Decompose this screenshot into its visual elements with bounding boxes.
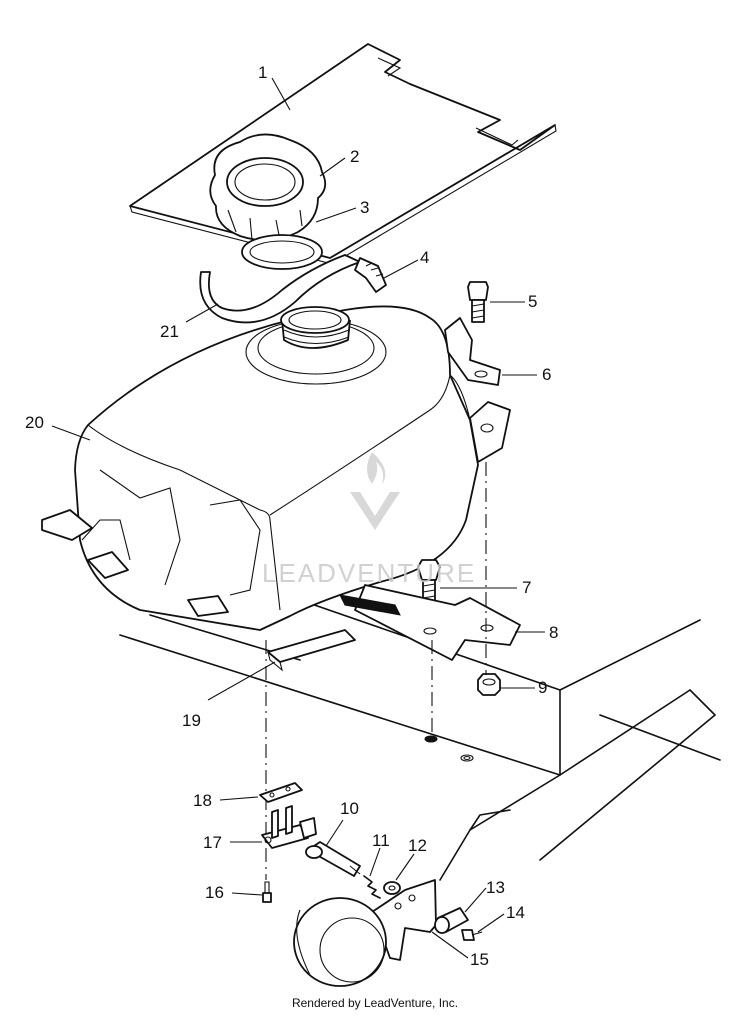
leadventure-watermark: LEADVENTURE <box>262 452 476 588</box>
callout-10: 10 <box>340 799 359 818</box>
callout-3: 3 <box>360 198 369 217</box>
fuel-cap <box>209 133 327 242</box>
callout-12: 12 <box>408 836 427 855</box>
callout-6: 6 <box>542 365 551 384</box>
cap-tether <box>241 234 323 270</box>
nut <box>477 673 501 696</box>
callout-16: 16 <box>205 883 224 902</box>
callout-19: 19 <box>182 711 201 730</box>
rubber-pad <box>267 629 356 672</box>
watermark-text: LEADVENTURE <box>262 558 476 588</box>
leader-lines <box>51 77 545 959</box>
callout-8: 8 <box>549 623 558 642</box>
frame-holes <box>424 735 474 762</box>
spring <box>363 875 381 899</box>
valve-plate <box>259 782 303 803</box>
valve-shaft <box>305 841 361 877</box>
washer <box>383 881 401 895</box>
fuel-tank <box>41 305 511 631</box>
bolt-upper <box>467 281 489 323</box>
fuel-valve <box>261 805 317 849</box>
callout-21: 21 <box>160 322 179 341</box>
callout-5: 5 <box>528 292 537 311</box>
alignment-lines <box>265 462 487 880</box>
callout-2: 2 <box>350 147 359 166</box>
callout-20: 20 <box>25 413 44 432</box>
callout-11: 11 <box>372 831 390 850</box>
frame-rails <box>119 599 721 881</box>
callout-17: 17 <box>203 833 222 852</box>
callout-labels: 1 2 3 4 5 6 7 8 9 10 11 12 13 14 15 16 1… <box>25 63 558 969</box>
callout-15: 15 <box>470 950 489 969</box>
screw <box>262 881 272 903</box>
hose-fitting <box>354 257 387 293</box>
callout-14: 14 <box>506 903 525 922</box>
valve-knob <box>434 907 469 934</box>
callout-9: 9 <box>538 678 547 697</box>
mounting-strap-lower <box>339 584 521 661</box>
knob-screw <box>461 929 483 941</box>
footer-credit: Rendered by LeadVenture, Inc. <box>291 996 459 1010</box>
callout-7: 7 <box>522 578 531 597</box>
callout-13: 13 <box>486 878 505 897</box>
filler-neck <box>280 306 351 349</box>
callout-18: 18 <box>193 791 212 810</box>
callout-1: 1 <box>258 63 267 82</box>
heat-shield-plate <box>129 43 557 265</box>
frame-tube <box>293 897 387 987</box>
mounting-bracket-upper <box>444 317 501 386</box>
callout-4: 4 <box>420 248 429 267</box>
